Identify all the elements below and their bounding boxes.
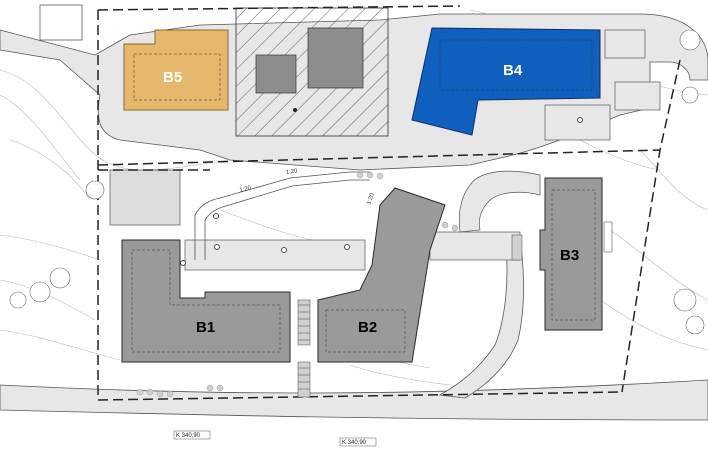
ramp-slope-label-3: 1:20 bbox=[366, 192, 376, 206]
elevation-tag-1-box bbox=[173, 430, 211, 440]
elevation-tag-2-box bbox=[339, 437, 377, 447]
gravel-border bbox=[136, 171, 459, 398]
building-b1[interactable] bbox=[121, 239, 291, 363]
building-b2-label: B2 bbox=[358, 319, 377, 336]
markers bbox=[180, 117, 583, 266]
building-b5-label: B5 bbox=[163, 69, 182, 86]
existing-shed-2 bbox=[307, 27, 364, 89]
small-structure bbox=[39, 4, 83, 41]
ramp-path bbox=[194, 171, 370, 260]
building-b4-label: B4 bbox=[503, 62, 523, 79]
building-b3-label: B3 bbox=[560, 247, 579, 264]
building-b2[interactable] bbox=[317, 187, 446, 363]
building-setback-lines bbox=[131, 39, 596, 353]
building-b1-label: B1 bbox=[196, 319, 215, 336]
b3-sign bbox=[603, 221, 613, 253]
property-boundary bbox=[97, 5, 681, 401]
building-b4[interactable] bbox=[411, 27, 601, 136]
ramp-slope-label-2: 1:20 bbox=[285, 168, 298, 176]
building-b3[interactable] bbox=[539, 177, 603, 331]
survey-point bbox=[293, 108, 297, 112]
stairs bbox=[297, 234, 523, 398]
elevation-label-2: K 340,90 bbox=[342, 440, 367, 446]
existing-shed-1 bbox=[255, 54, 297, 94]
ramp-slope-label-1: 1:20 bbox=[239, 185, 252, 194]
building-b5[interactable] bbox=[123, 29, 229, 111]
elevation-label-1: K 340,90 bbox=[176, 433, 201, 439]
trees bbox=[9, 29, 705, 335]
